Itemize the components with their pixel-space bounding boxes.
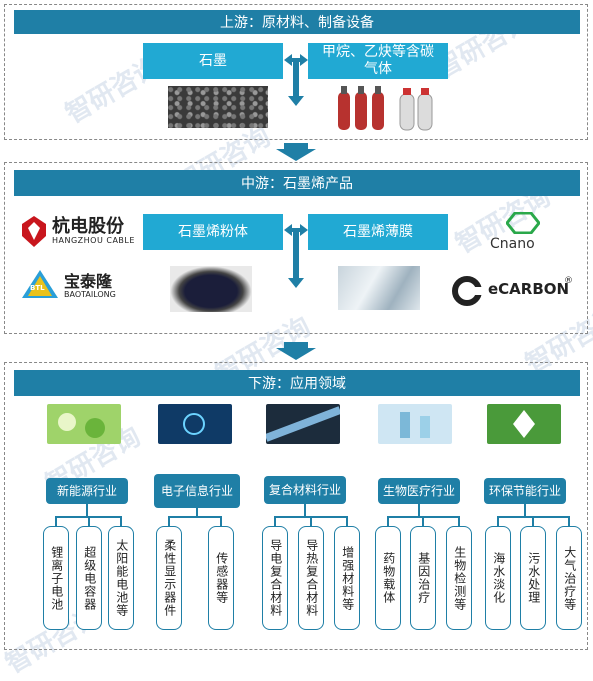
baotailong-logo: BTL 宝泰隆 BAOTAILONG bbox=[20, 266, 140, 306]
composite-materials-image bbox=[266, 404, 340, 444]
application-leaf: 海水淡化 bbox=[485, 526, 511, 630]
graphene-powder-image bbox=[170, 266, 252, 312]
environmental-image bbox=[487, 404, 561, 444]
connector-line bbox=[86, 504, 88, 516]
hangzhou-cable-cn: 杭电股份 bbox=[52, 216, 124, 237]
industry-electronics: 电子信息行业 bbox=[154, 474, 240, 508]
ecarbon-emblem-icon bbox=[452, 276, 482, 306]
industry-composites: 复合材料行业 bbox=[264, 476, 346, 504]
application-leaf: 基因治疗 bbox=[410, 526, 436, 630]
hangzhou-cable-en: HANGZHOU CABLE bbox=[52, 236, 135, 245]
midstream-title: 中游：石墨烯产品 bbox=[14, 170, 580, 196]
midstream-connector-arrows bbox=[284, 224, 308, 288]
connector-line bbox=[568, 516, 570, 526]
upstream-title: 上游：原材料、制备设备 bbox=[14, 10, 580, 34]
application-leaf: 大气治疗等 bbox=[556, 526, 582, 630]
application-leaf: 药物载体 bbox=[375, 526, 401, 630]
application-leaf: 锂离子电池 bbox=[43, 526, 69, 630]
connector-line bbox=[310, 516, 312, 526]
baotailong-cn: 宝泰隆 bbox=[64, 272, 113, 291]
ecarbon-logo: eCARBON ® bbox=[452, 274, 582, 314]
connector-line bbox=[532, 516, 534, 526]
upstream-section bbox=[4, 4, 588, 140]
application-leaf: 太阳能电池等 bbox=[108, 526, 134, 630]
application-leaf: 柔性显示器件 bbox=[156, 526, 182, 630]
hangzhou-cable-emblem-icon bbox=[22, 216, 46, 247]
gas-cylinders-image bbox=[338, 86, 433, 131]
connector-line bbox=[274, 516, 276, 526]
down-arrow-icon bbox=[276, 342, 316, 360]
application-leaf: 污水处理 bbox=[520, 526, 546, 630]
baotailong-en: BAOTAILONG bbox=[64, 290, 116, 299]
cnano-logo: Cnano bbox=[470, 212, 580, 254]
cnano-hexagon-icon bbox=[506, 212, 540, 234]
ecarbon-text: eCARBON bbox=[488, 280, 570, 298]
connector-line bbox=[524, 504, 526, 516]
hangzhou-cable-logo: 杭电股份 HANGZHOU CABLE bbox=[20, 212, 140, 252]
new-energy-image bbox=[47, 404, 121, 444]
connector-line bbox=[88, 516, 90, 526]
connector-line bbox=[346, 516, 348, 526]
industry-new-energy: 新能源行业 bbox=[46, 478, 128, 504]
down-arrow-icon bbox=[276, 143, 316, 161]
connector-line bbox=[497, 516, 499, 526]
cnano-text: Cnano bbox=[490, 236, 535, 252]
biomedical-image bbox=[378, 404, 452, 444]
downstream-title: 下游：应用领域 bbox=[14, 370, 580, 396]
connector-line bbox=[304, 504, 306, 516]
graphite-image bbox=[168, 86, 268, 128]
carbon-gas-label: 甲烷、乙炔等含碳气体 bbox=[308, 43, 448, 79]
graphene-film-image bbox=[338, 266, 420, 310]
application-leaf: 导电复合材料 bbox=[262, 526, 288, 630]
connector-line bbox=[422, 516, 424, 526]
ecarbon-registered-mark: ® bbox=[564, 276, 573, 286]
graphene-powder-label: 石墨烯粉体 bbox=[143, 214, 283, 250]
connector-line bbox=[387, 516, 389, 526]
connector-line bbox=[418, 504, 420, 516]
midstream-section bbox=[4, 162, 588, 334]
connector-line bbox=[55, 516, 57, 526]
electronics-image bbox=[158, 404, 232, 444]
downstream-section bbox=[4, 362, 588, 650]
graphite-label: 石墨 bbox=[143, 43, 283, 79]
application-leaf: 传感器等 bbox=[208, 526, 234, 630]
application-leaf: 生物检测等 bbox=[446, 526, 472, 630]
industry-biomedical: 生物医疗行业 bbox=[378, 478, 460, 504]
connector-line bbox=[120, 516, 122, 526]
connector-line bbox=[458, 516, 460, 526]
connector-line bbox=[168, 516, 170, 526]
graphene-film-label: 石墨烯薄膜 bbox=[308, 214, 448, 250]
application-leaf: 增强材料等 bbox=[334, 526, 360, 630]
btl-emblem-icon bbox=[22, 270, 58, 298]
application-leaf: 超级电容器 bbox=[76, 526, 102, 630]
connector-line bbox=[169, 516, 221, 518]
application-leaf: 导热复合材料 bbox=[298, 526, 324, 630]
connector-line bbox=[220, 516, 222, 526]
upstream-connector-arrows bbox=[284, 54, 308, 106]
industry-environmental: 环保节能行业 bbox=[484, 478, 566, 504]
btl-badge: BTL bbox=[30, 284, 45, 292]
connector-line bbox=[196, 508, 198, 516]
